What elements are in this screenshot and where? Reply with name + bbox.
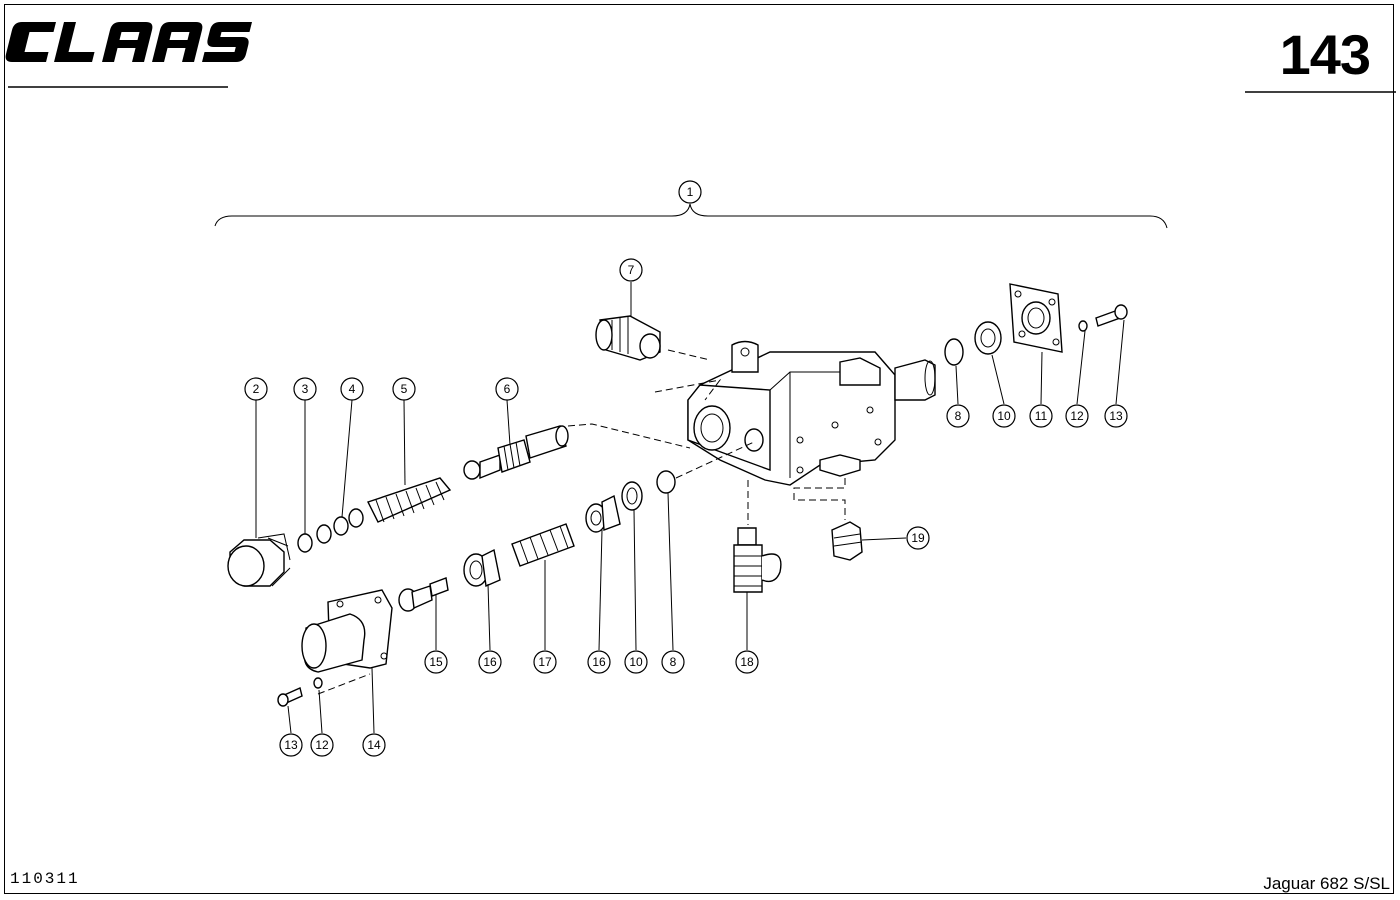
fitting-part-19: [831, 521, 863, 561]
fitting-part-7: [595, 315, 661, 361]
callout-11: 11: [1029, 404, 1053, 428]
svg-text:16: 16: [483, 655, 497, 669]
svg-text:6: 6: [504, 382, 511, 396]
callout-16a: 16: [478, 650, 502, 674]
svg-text:8: 8: [670, 655, 677, 669]
model-name: Jaguar 682 S/SL: [1263, 874, 1390, 893]
svg-text:13: 13: [284, 738, 298, 752]
spring-part-5: [367, 477, 452, 523]
callout-15: 15: [424, 650, 448, 674]
callout-13b: 13: [279, 733, 303, 757]
callout-12b: 12: [310, 733, 334, 757]
ring-part-4b: [348, 508, 364, 528]
fitting-part-18: [733, 527, 782, 593]
seal-part-10-middle: [621, 481, 643, 511]
svg-text:16: 16: [592, 655, 606, 669]
leader-14: [317, 673, 371, 695]
svg-text:14: 14: [367, 738, 381, 752]
header-rule: [1245, 91, 1396, 93]
svg-text:12: 12: [1070, 409, 1084, 423]
callout-leaders: [255, 282, 1125, 734]
svg-text:11: 11: [1035, 409, 1048, 423]
sleeve-part-16-right: [585, 494, 621, 533]
svg-text:10: 10: [997, 409, 1011, 423]
bolt-part-13-left: [277, 687, 303, 707]
assembly-bracket: [214, 203, 1168, 229]
callout-7: 7: [619, 258, 643, 282]
spring-part-17: [511, 523, 575, 567]
ring-part-8-middle: [656, 470, 676, 494]
svg-text:18: 18: [740, 655, 754, 669]
svg-text:3: 3: [302, 382, 309, 396]
callout-1: 1: [678, 180, 702, 204]
callout-8a: 8: [946, 404, 970, 428]
washer-part-12-left: [313, 677, 323, 689]
svg-text:1: 1: [687, 185, 694, 199]
screw-part-15: [398, 577, 449, 612]
svg-text:7: 7: [628, 263, 635, 277]
callout-13a: 13: [1104, 404, 1128, 428]
callout-4: 4: [340, 377, 364, 401]
callout-6: 6: [495, 377, 519, 401]
ring-part-4a: [333, 516, 349, 536]
leader-8: [675, 441, 755, 479]
callout-16b: 16: [587, 650, 611, 674]
svg-text:13: 13: [1109, 409, 1123, 423]
cover-part-14: [301, 589, 393, 673]
svg-text:15: 15: [429, 655, 443, 669]
svg-text:17: 17: [538, 655, 552, 669]
callout-5: 5: [392, 377, 416, 401]
washer-part-12-right: [1078, 320, 1088, 332]
plug-part-2: [227, 533, 291, 587]
callout-10b: 10: [624, 650, 648, 674]
callout-14: 14: [362, 733, 386, 757]
ring-part-3a: [297, 533, 313, 553]
svg-text:2: 2: [253, 382, 260, 396]
bolt-part-13-right: [1095, 304, 1128, 327]
callout-19: 19: [906, 526, 930, 550]
callout-8b: 8: [661, 650, 685, 674]
callout-17: 17: [533, 650, 557, 674]
claas-logo: [5, 22, 252, 88]
callout-10a: 10: [992, 404, 1016, 428]
valve-body: [687, 340, 936, 486]
document-code: 110311: [10, 870, 80, 888]
page-frame: [4, 4, 1394, 894]
sleeve-part-16-left: [463, 548, 501, 588]
callout-3: 3: [293, 377, 317, 401]
leader-6: [567, 423, 691, 449]
callout-18: 18: [735, 650, 759, 674]
svg-text:10: 10: [629, 655, 643, 669]
svg-text:19: 19: [911, 531, 925, 545]
callout-2: 2: [244, 377, 268, 401]
svg-text:12: 12: [315, 738, 329, 752]
svg-text:5: 5: [401, 382, 408, 396]
leader-7: [654, 349, 722, 401]
ring-part-3b: [316, 524, 332, 544]
svg-text:8: 8: [955, 409, 962, 423]
spool-part-6: [463, 425, 569, 480]
leader-19: [793, 478, 846, 520]
callout-12a: 12: [1065, 404, 1089, 428]
page-number: 143: [1279, 23, 1371, 86]
ring-part-8-right: [944, 338, 964, 366]
svg-text:4: 4: [349, 382, 356, 396]
seal-part-10-right: [974, 321, 1002, 355]
flange-part-11: [1009, 283, 1063, 353]
